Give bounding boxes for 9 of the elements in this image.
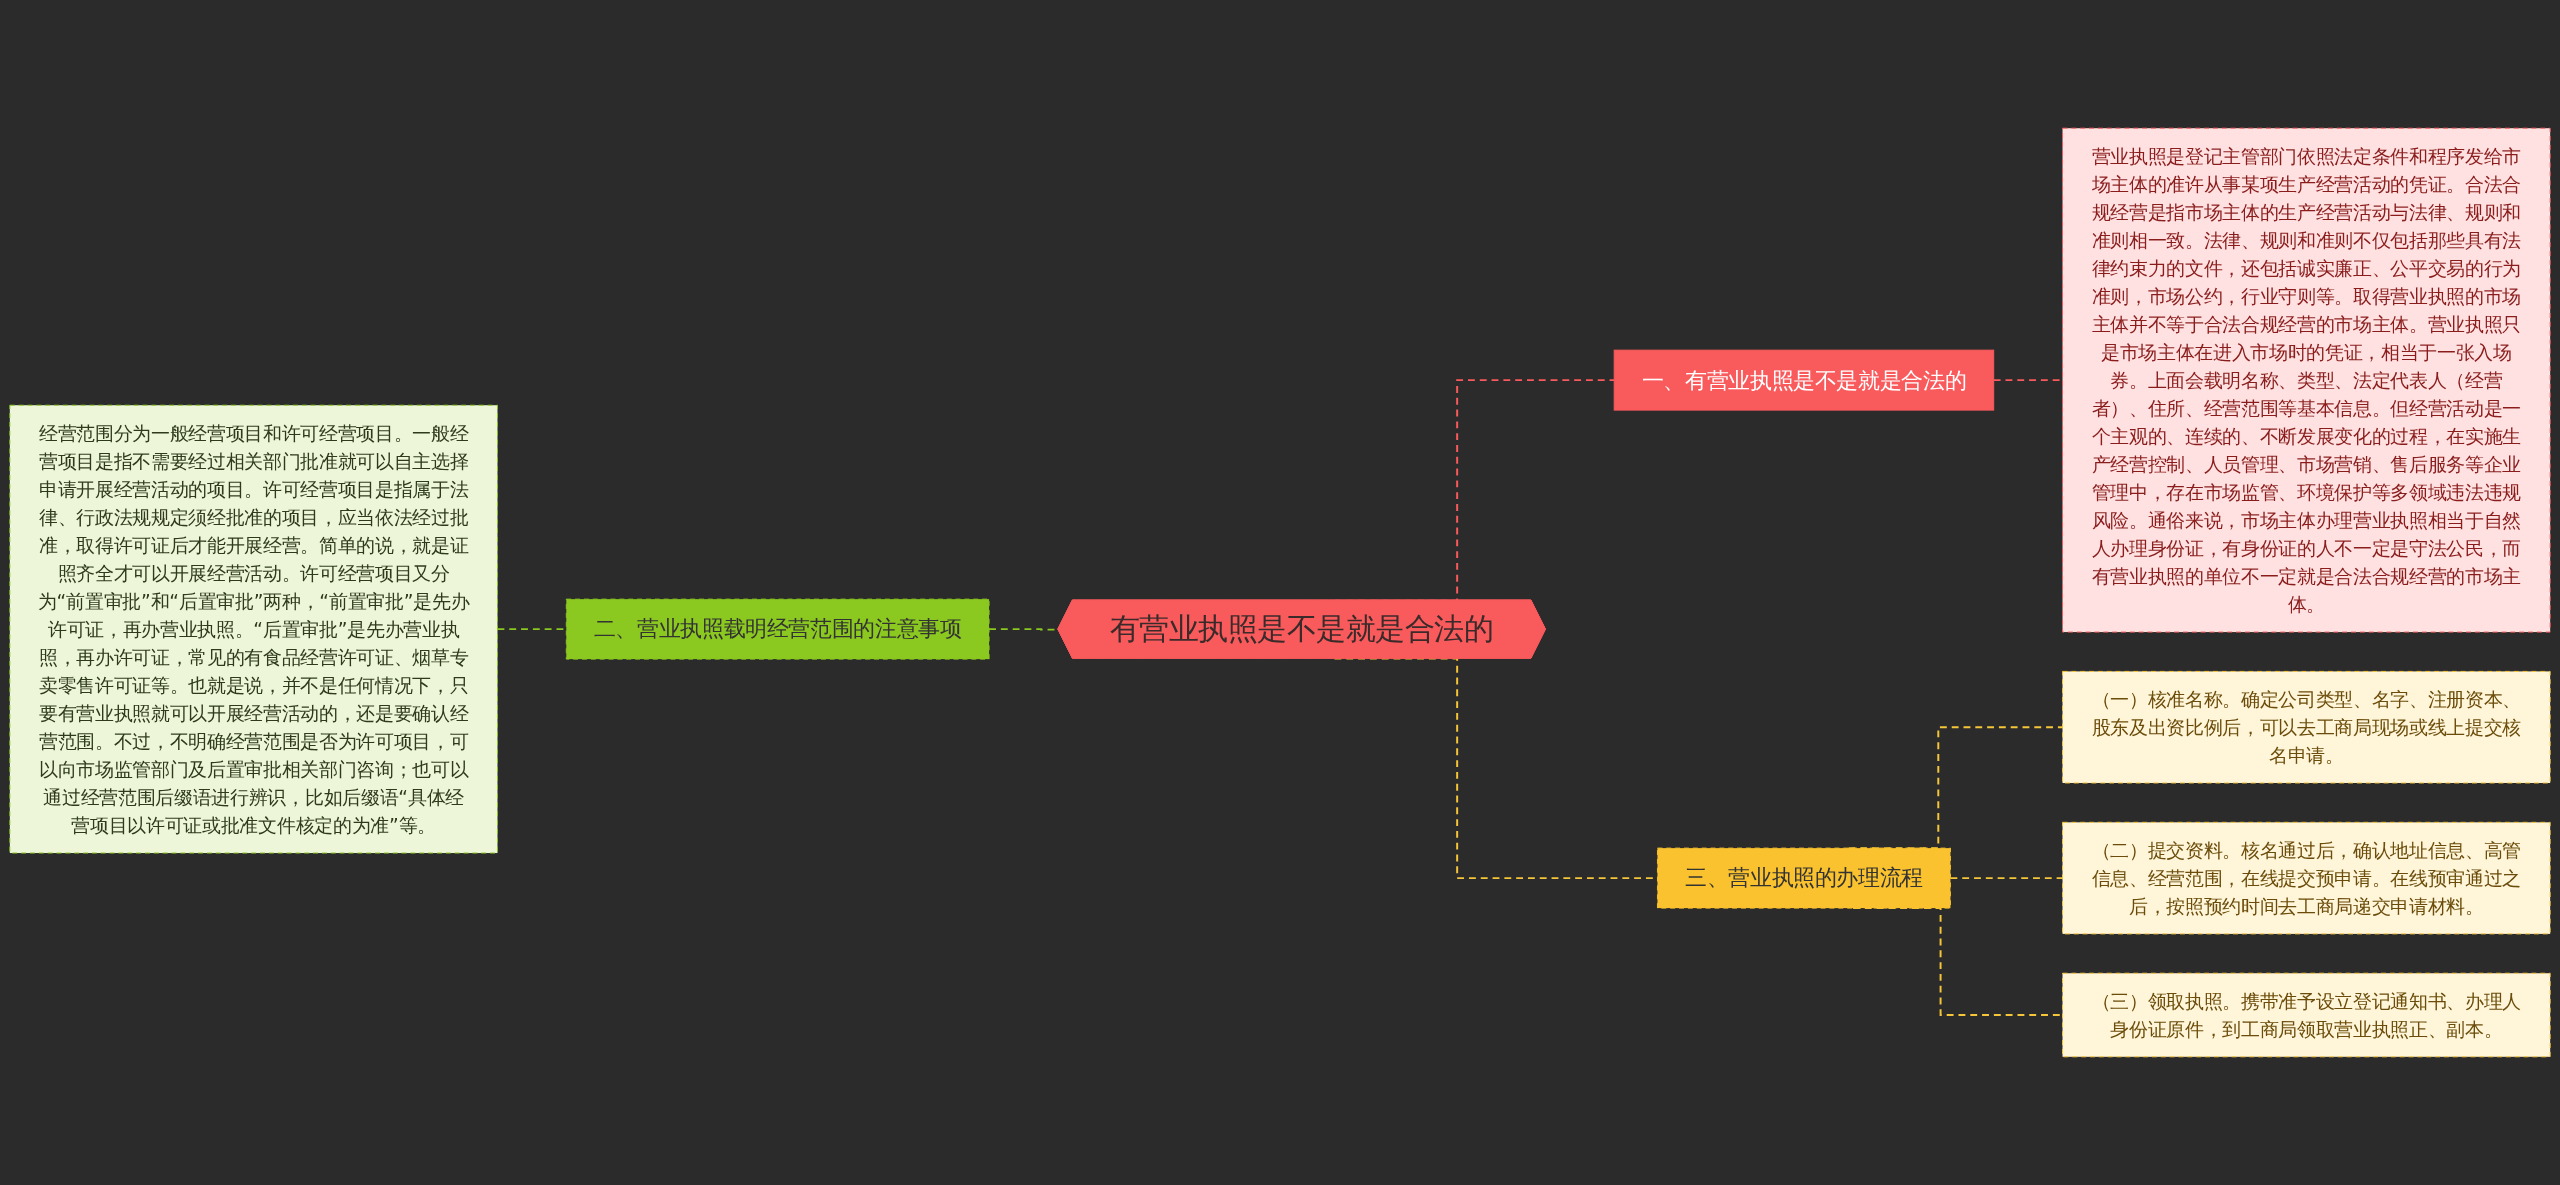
node-box: 经营范围分为一般经营项目和许可经营项目。一般经营项目是指不需要经过相关部门批准就可以自主选择申请开展经营活动的项目。许可经营项目是指属于法律、行政法规规定须经批准的项目，应当依法经过批准，取得许可证后才能开展经营。简单的说，就是证照齐全才可以开展经营活动。许可经营项目又分为“前置审批”和“后置审批”两种，“前置审批”是先办许可证，再办营业执照。“后置审批”是先办营业执照，再办许可证，常见的有食品经营许可证、烟草专卖零售许可证等。也就是说，并不是任何情况下，只要有营业执照就可以开展经营活动的，还是要确认经营范围。不过，不明确经营范围是否为许可项目，可以向市场监管部门及后置审批相关部门咨询；也可以通过经营范围后缀语进行辨识，比如后缀语“具体经营项目以许可证或批准文件核定的为准”等。 [9,404,498,854]
node-box: （三）领取执照。携带准予设立登记通知书、办理人身份证原件，到工商局领取营业执照正、副本。 [2062,972,2551,1058]
node-box: 一、有营业执照是不是就是合法的 [1613,349,1995,411]
node-box: 营业执照是登记主管部门依照法定条件和程序发给市场主体的准许从事某项生产经营活动的凭证。合法合规经营是指市场主体的生产经营活动与法律、规则和准则相一致。法律、规则和准则不仅包括那些具有法律约束力的文件，还包括诚实廉正、公平交易的行为准则，市场公约，行业守则等。取得营业执照的市场主体并不等于合法合规经营的市场主体。营业执照只是市场主体在进入市场时的凭证，相当于一张入场券。上面会载明名称、类型、法定代表人（经营者）、住所、经营范围等基本信息。但经营活动是一个主观的、连续的、不断发展变化的过程，在实施生产经营控制、人员管理、市场营销、售后服务等企业管理中，存在市场监管、环境保护等多领域违法违规风险。通俗来说，市场主体办理营业执照相当于自然人办理身份证，有身份证的人不一定是守法公民，而有营业执照的单位不一定就是合法合规经营的市场主体。 [2062,127,2551,633]
node-box: （一）核准名称。确定公司类型、名字、注册资本、股东及出资比例后，可以去工商局现场或线上提交核名申请。 [2062,670,2551,784]
node-box: （二）提交资料。核名通过后，确认地址信息、高管信息、经营范围，在线提交预申请。在线预审通过之后，按照预约时间去工商局递交申请材料。 [2062,821,2551,935]
node-box: 三、营业执照的办理流程 [1656,847,1951,909]
connector [1949,877,2064,880]
node-box: 二、营业执照载明经营范围的注意事项 [565,598,990,660]
